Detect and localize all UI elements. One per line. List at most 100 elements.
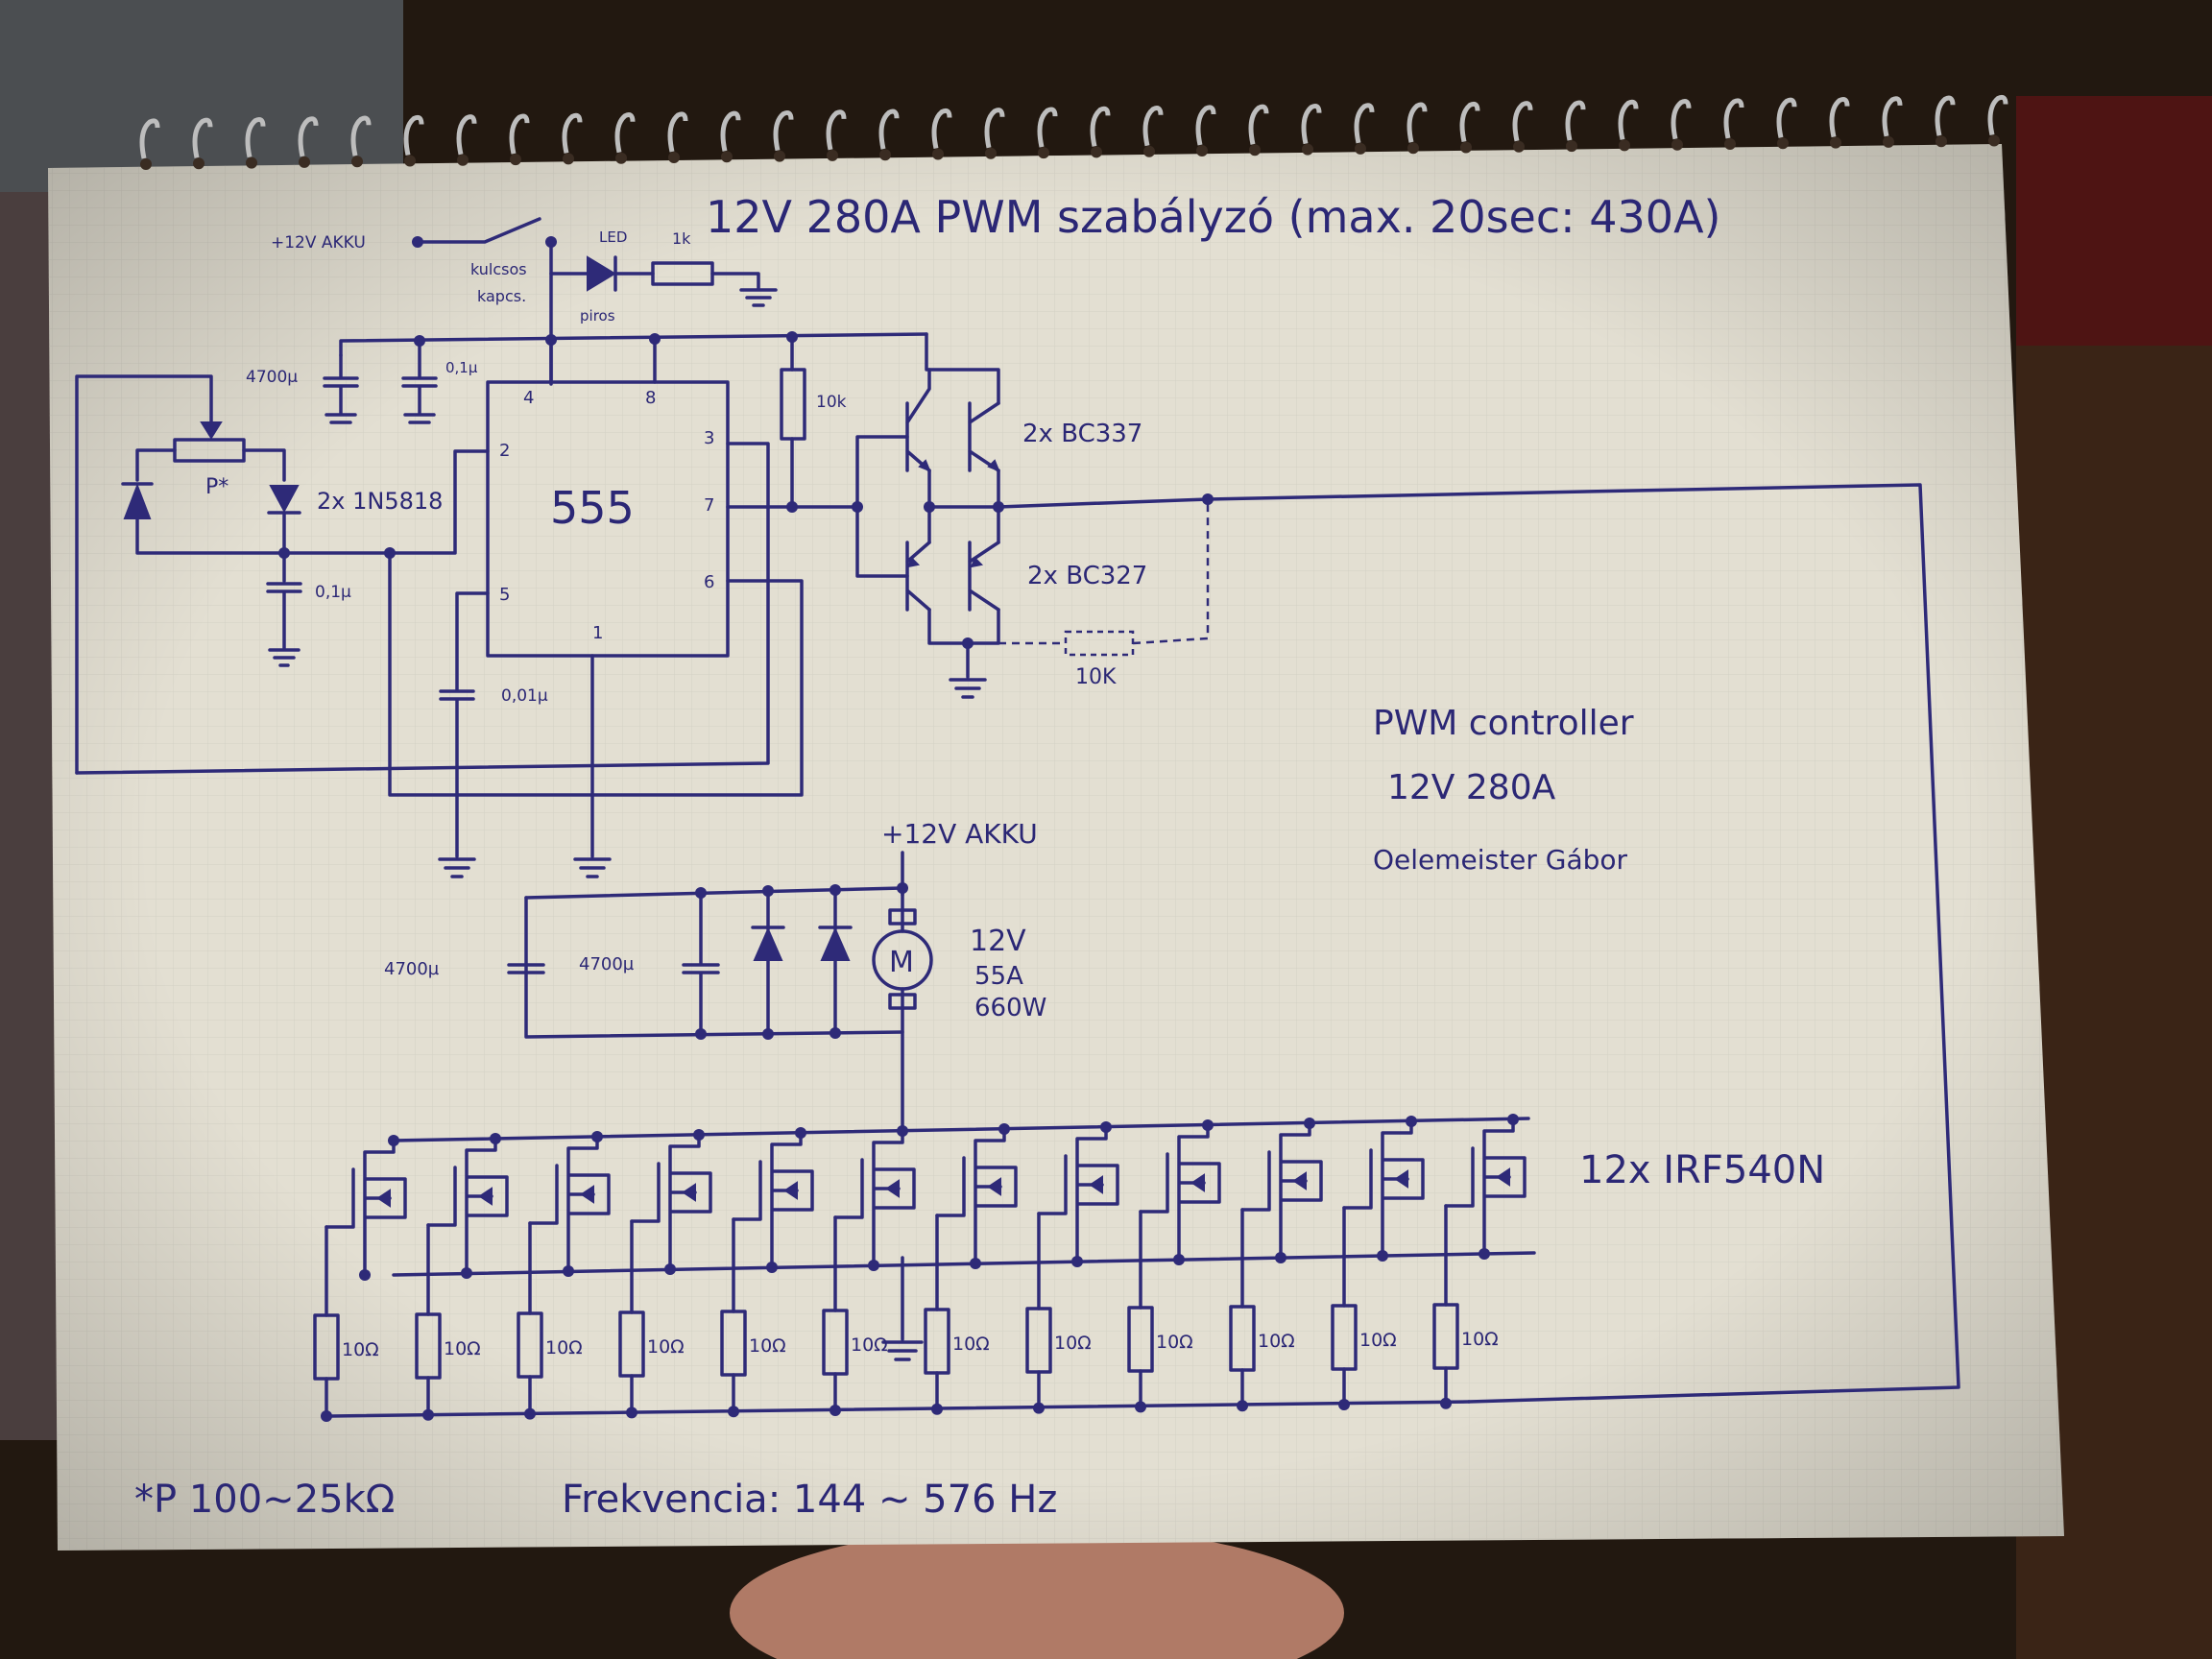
- spiral-hole: [1830, 136, 1841, 149]
- gate-resistor-label: 10Ω: [851, 1334, 888, 1356]
- motor-spec-2: 55A: [974, 962, 1023, 991]
- ic-supply-pins: [549, 337, 657, 384]
- motor-supply-label: +12V AKKU: [881, 818, 1038, 850]
- spiral-loop: [350, 115, 372, 156]
- spiral-loop: [1301, 103, 1322, 145]
- spiral-loop: [245, 116, 266, 158]
- pnp-transistors-icon: [905, 541, 1000, 612]
- pullup-label: 10k: [816, 393, 847, 412]
- spiral-binding: [139, 94, 2008, 170]
- spiral-hole: [1196, 145, 1208, 156]
- timing-cap-label: 0,1µ: [315, 583, 351, 602]
- motor-symbol: M: [889, 946, 914, 979]
- ctrl-cap-label: 0,01µ: [501, 686, 548, 706]
- gate-resistor-label: 10Ω: [545, 1337, 583, 1358]
- mosfet-arrow-icon: [580, 1185, 594, 1204]
- source-node: [1071, 1256, 1083, 1267]
- spiral-loop: [1618, 99, 1639, 140]
- led-resistor-label: 1k: [672, 229, 691, 248]
- motor-icon: [872, 929, 933, 991]
- gate-node: [830, 1405, 841, 1416]
- gate-resistor-label: 10Ω: [749, 1335, 786, 1357]
- npn-transistors-icon: [905, 368, 1000, 472]
- mosfet-arrow-icon: [478, 1187, 493, 1206]
- bulk-cap-ground-icon: [325, 413, 357, 424]
- notes-line-1: PWM controller: [1373, 704, 1634, 743]
- vcc-rail: [339, 332, 928, 357]
- spiral-hole: [1724, 138, 1736, 150]
- led-ground-wire: [710, 272, 760, 290]
- timer-ic-label: 555: [550, 482, 635, 534]
- spiral-hole: [774, 150, 785, 162]
- source-node: [1275, 1252, 1286, 1263]
- spiral-loop: [509, 113, 530, 155]
- pin-1: 1: [592, 623, 603, 643]
- hand: [730, 1527, 1344, 1659]
- spiral-loop: [192, 117, 213, 158]
- spiral-hole: [1249, 144, 1261, 156]
- pnp-label: 2x BC327: [1027, 562, 1147, 590]
- gate-resistor-label: 10Ω: [342, 1339, 379, 1360]
- gate-node: [1338, 1399, 1350, 1410]
- spiral-loop: [1248, 104, 1269, 145]
- spiral-loop: [1407, 102, 1428, 143]
- driver-mid-wire: [927, 469, 1210, 509]
- spiral-loop: [1195, 105, 1216, 146]
- spiral-hole: [1355, 142, 1366, 155]
- pot-range-note: *P 100~25kΩ: [134, 1478, 395, 1522]
- optional-resistor-icon: [1064, 630, 1135, 657]
- spiral-loop: [562, 112, 583, 154]
- spiral-hole: [1302, 143, 1313, 156]
- led-diode-icon: [587, 255, 616, 292]
- gate-resistor-label: 10Ω: [952, 1334, 990, 1355]
- spiral-hole: [827, 149, 838, 161]
- spiral-hole: [615, 152, 627, 164]
- driver-base-wires: [855, 435, 909, 578]
- timer-ic: [486, 380, 730, 658]
- timing-loop-wire: [75, 374, 213, 775]
- spiral-loop: [298, 116, 319, 157]
- motor-cap-2-label: 4700µ: [579, 954, 635, 974]
- pin-4: 4: [523, 388, 534, 408]
- flyback-diode-2-icon: [820, 926, 851, 961]
- source-node: [1377, 1250, 1388, 1262]
- notes-block: PWM controller 12V 280A Oelemeister Gábo…: [1373, 704, 1634, 876]
- spiral-loop: [826, 109, 847, 151]
- optional-resistor-label: 10K: [1075, 665, 1117, 689]
- mosfet-arrow-icon: [376, 1189, 391, 1208]
- switch-label-1: kulcsos: [470, 260, 527, 278]
- spiral-loop: [403, 114, 424, 156]
- spiral-hole: [985, 147, 997, 159]
- motor-spec-3: 660W: [974, 994, 1046, 1022]
- mosfet-arrow-icon: [1089, 1175, 1103, 1194]
- key-switch: [421, 217, 541, 244]
- motor-section: +12V AKKU 4700µ 4700µ M 12V 55A 660W: [384, 818, 1046, 1130]
- spiral-loop: [1565, 100, 1586, 141]
- spiral-loop: [1090, 106, 1111, 147]
- spiral-hole: [879, 149, 891, 161]
- pot-wiper-icon: [200, 421, 223, 440]
- driver-section: 2x BC337 2x BC327 10K: [852, 332, 1960, 1404]
- small-cap-label: 0,1µ: [445, 359, 478, 376]
- battery-terminal: [412, 236, 423, 248]
- notes-line-3: Oelemeister Gábor: [1373, 844, 1628, 876]
- spiral-loop: [1142, 106, 1164, 147]
- red-object: [2016, 96, 2212, 346]
- motor-bottom-wire: [524, 896, 904, 1039]
- diode-right-icon: [269, 485, 300, 514]
- source-node: [868, 1260, 879, 1271]
- mosfet-arrow-icon: [783, 1181, 798, 1200]
- supply-section: +12V AKKU kulcsos kapcs. LED piros 1k: [271, 217, 778, 386]
- spiral-hole: [1091, 146, 1102, 158]
- gate-node: [728, 1406, 739, 1418]
- spiral-hole: [510, 154, 521, 166]
- spiral-loop: [139, 118, 160, 159]
- spiral-hole: [404, 155, 416, 167]
- spiral-hole: [1513, 140, 1525, 153]
- mosfet-arrow-icon: [1292, 1171, 1307, 1190]
- diode-join-wire: [135, 511, 392, 555]
- pin-7: 7: [704, 495, 714, 516]
- spiral-hole: [1883, 135, 1894, 148]
- gate-node: [524, 1407, 536, 1420]
